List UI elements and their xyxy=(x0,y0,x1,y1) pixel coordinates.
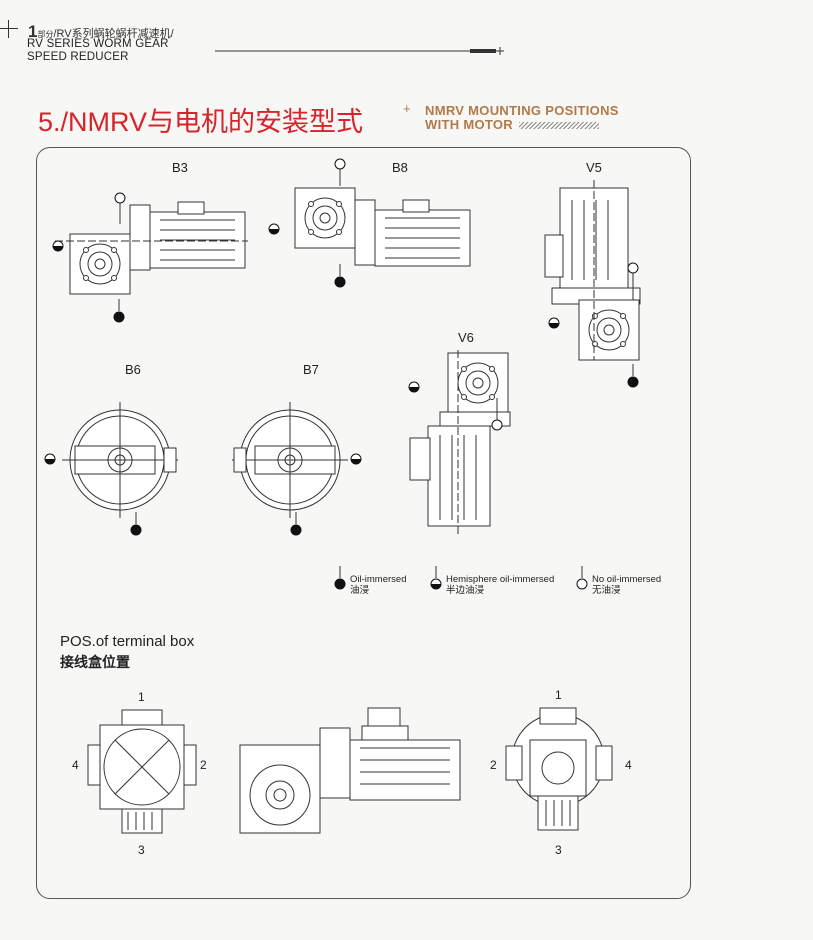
section-title-cn: 5./NMRV与电机的安装型式 xyxy=(38,107,364,137)
drawing-b7 xyxy=(231,401,362,536)
series-en-line2: SPEED REDUCER xyxy=(27,51,129,63)
part-label: 部分 xyxy=(37,30,54,39)
legend-hemi-en: Hemisphere oil-immersed xyxy=(446,574,555,585)
legend-none-cn: 无油浸 xyxy=(592,585,621,596)
right-pos-3: 3 xyxy=(555,843,562,857)
terminal-view-middle xyxy=(239,707,461,834)
right-pos-2: 2 xyxy=(490,758,497,772)
label-v6: V6 xyxy=(458,330,474,345)
series-cn: RV系列蜗轮蜗杆减速机 xyxy=(56,28,171,40)
legend-item-hemisphere: Hemisphere oil-immersed 半边油浸 xyxy=(446,574,554,596)
part-number: 1 xyxy=(28,22,38,41)
left-pos-1: 1 xyxy=(138,690,145,704)
content-panel xyxy=(36,147,691,899)
drawing-v5 xyxy=(544,180,641,388)
hatch-decoration xyxy=(518,122,599,130)
title-en-line1: NMRV MOUNTING POSITIONS xyxy=(425,103,619,118)
terminal-view-left xyxy=(87,709,197,834)
legend-hemi-cn: 半边油浸 xyxy=(446,585,485,596)
drawing-b6 xyxy=(44,401,179,536)
label-b3: B3 xyxy=(172,160,188,175)
title-en-line2: WITH MOTOR xyxy=(425,117,513,132)
terminal-box-title-en: POS.of terminal box xyxy=(60,633,195,650)
legend-oil-cn: 油浸 xyxy=(350,585,370,596)
terminal-box-title-cn: 接线盒位置 xyxy=(60,654,130,670)
drawing-v6 xyxy=(408,350,511,535)
label-v5: V5 xyxy=(586,160,602,175)
legend-oil-en: Oil-immersed xyxy=(350,574,407,585)
left-pos-3: 3 xyxy=(138,843,145,857)
label-b6: B6 xyxy=(125,362,141,377)
drawing-b3 xyxy=(52,192,248,323)
legend-none-en: No oil-immersed xyxy=(592,574,662,585)
section-title-en: + NMRV MOUNTING POSITIONS WITH MOTOR xyxy=(403,101,619,132)
legend-item-oil-immersed: Oil-immersed 油浸 xyxy=(350,574,406,596)
left-pos-2: 2 xyxy=(200,758,207,772)
legend-icons xyxy=(334,565,588,590)
right-pos-4: 4 xyxy=(625,758,632,772)
legend-item-no-oil: No oil-immersed 无油浸 xyxy=(592,574,661,596)
label-b8: B8 xyxy=(392,160,408,175)
left-pos-4: 4 xyxy=(72,758,79,772)
label-b7: B7 xyxy=(303,362,319,377)
right-pos-1: 1 xyxy=(555,688,562,702)
header-part: 1部分/RV系列蜗轮蜗杆减速机/ xyxy=(0,20,174,42)
header-rule xyxy=(215,47,504,55)
header-series-en: RV SERIES WORM GEAR SPEED REDUCER xyxy=(27,38,169,64)
drawing-b8 xyxy=(268,158,471,288)
terminal-view-right xyxy=(505,707,613,831)
series-en-line1: RV SERIES WORM GEAR xyxy=(27,38,169,50)
